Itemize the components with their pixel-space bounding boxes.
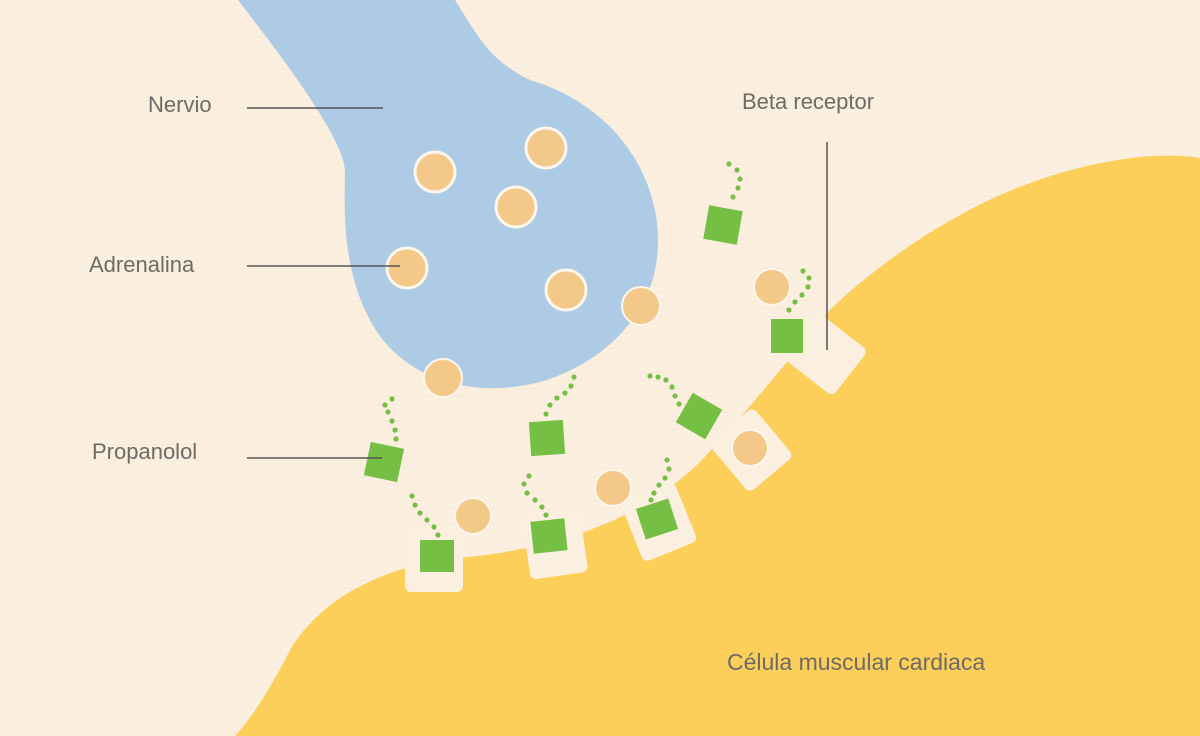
adrenaline-vesicle [494,185,538,229]
adrenaline-molecule [753,268,791,306]
propranolol-molecule [771,268,812,353]
propanolol-label: Propanolol [92,439,198,464]
adrenaline-vesicle [524,126,568,170]
propranolol-molecule [635,457,679,540]
adrenaline-molecule [423,358,463,398]
propranolol-molecule [409,493,454,572]
beta-receptor-pocket [784,313,866,395]
leader-lines [247,107,828,459]
cardiac-cell-label: Célula muscular cardiaca [727,649,986,675]
adrenaline-molecules [423,268,791,535]
adrenaline-vesicle [413,150,457,194]
adrenaline-molecule [454,497,492,535]
propranolol-molecule [647,373,723,440]
adrenalina-label: Adrenalina [89,252,195,277]
adrenaline-molecule [731,429,769,467]
adrenaline-molecule [594,469,632,507]
propranolol-molecule [703,161,743,245]
propranolol-molecules [363,161,812,572]
propranolol-molecule [528,374,577,457]
nervio-label: Nervio [148,92,212,117]
adrenaline-vesicle [544,268,588,312]
adrenaline-molecule [621,286,661,326]
propranolol-molecule [521,473,568,554]
adrenaline-vesicle [385,246,429,290]
propranolol-molecule [363,396,405,483]
adrenaline-vesicles [385,126,588,312]
beta-receptor-label: Beta receptor [742,89,875,114]
